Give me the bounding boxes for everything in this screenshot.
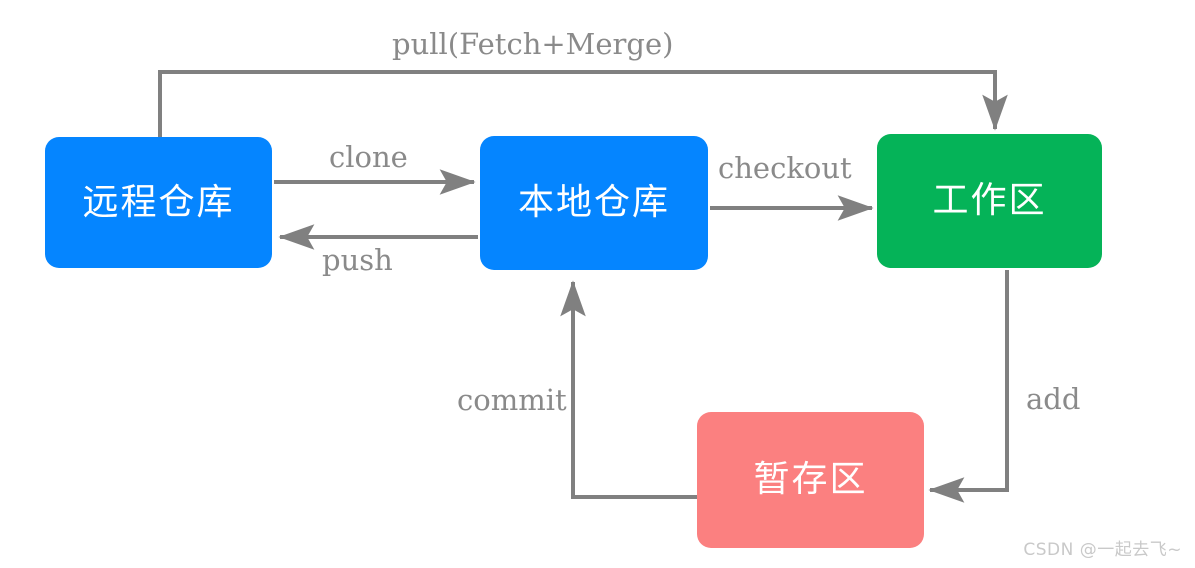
edge-label-pull: pull(Fetch+Merge) bbox=[392, 27, 674, 61]
edge-label-push: push bbox=[322, 243, 393, 277]
node-local-repository[interactable]: 本地仓库 bbox=[480, 136, 708, 270]
edge-commit-path bbox=[560, 280, 697, 499]
node-working-area-label: 工作区 bbox=[932, 180, 1047, 221]
node-remote-repository[interactable]: 远程仓库 bbox=[45, 137, 272, 268]
edge-label-checkout: checkout bbox=[718, 151, 852, 185]
edge-label-commit: commit bbox=[457, 383, 567, 417]
watermark-text: CSDN @一起去飞~ bbox=[1023, 540, 1182, 560]
node-staging-area[interactable]: 暂存区 bbox=[697, 412, 924, 548]
node-working-area[interactable]: 工作区 bbox=[877, 134, 1102, 268]
node-staging-area-label: 暂存区 bbox=[753, 459, 868, 500]
edge-label-add: add bbox=[1026, 382, 1081, 416]
node-local-repository-label: 本地仓库 bbox=[517, 182, 670, 223]
edge-add-path bbox=[928, 270, 1009, 503]
edge-pull-path bbox=[158, 70, 1008, 137]
node-remote-repository-label: 远程仓库 bbox=[82, 181, 235, 223]
edge-label-clone: clone bbox=[329, 140, 408, 174]
